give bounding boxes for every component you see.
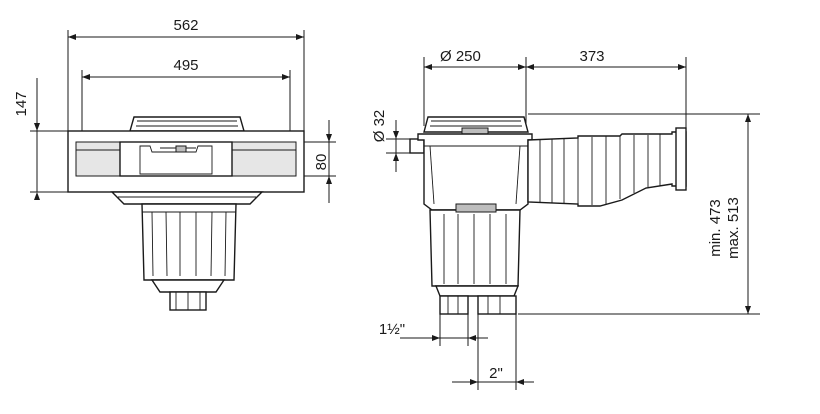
dim-80-label: 80 [313,154,330,171]
dim-147-label: 147 [13,91,30,116]
dim-562-label: 562 [173,17,198,34]
dim-1-5-inch-label: 1½" [379,321,405,338]
dim-250-label: Ø 250 [440,48,481,65]
dim-2-inch-label: 2" [489,365,503,382]
dim-32-label: Ø 32 [371,110,388,143]
dim-373-label: 373 [579,48,604,65]
front-view [30,30,336,311]
side-view [386,57,760,390]
dim-max-513-label: max. 513 [725,197,742,259]
dim-495-label: 495 [173,57,198,74]
dim-min-473-label: min. 473 [707,199,724,257]
